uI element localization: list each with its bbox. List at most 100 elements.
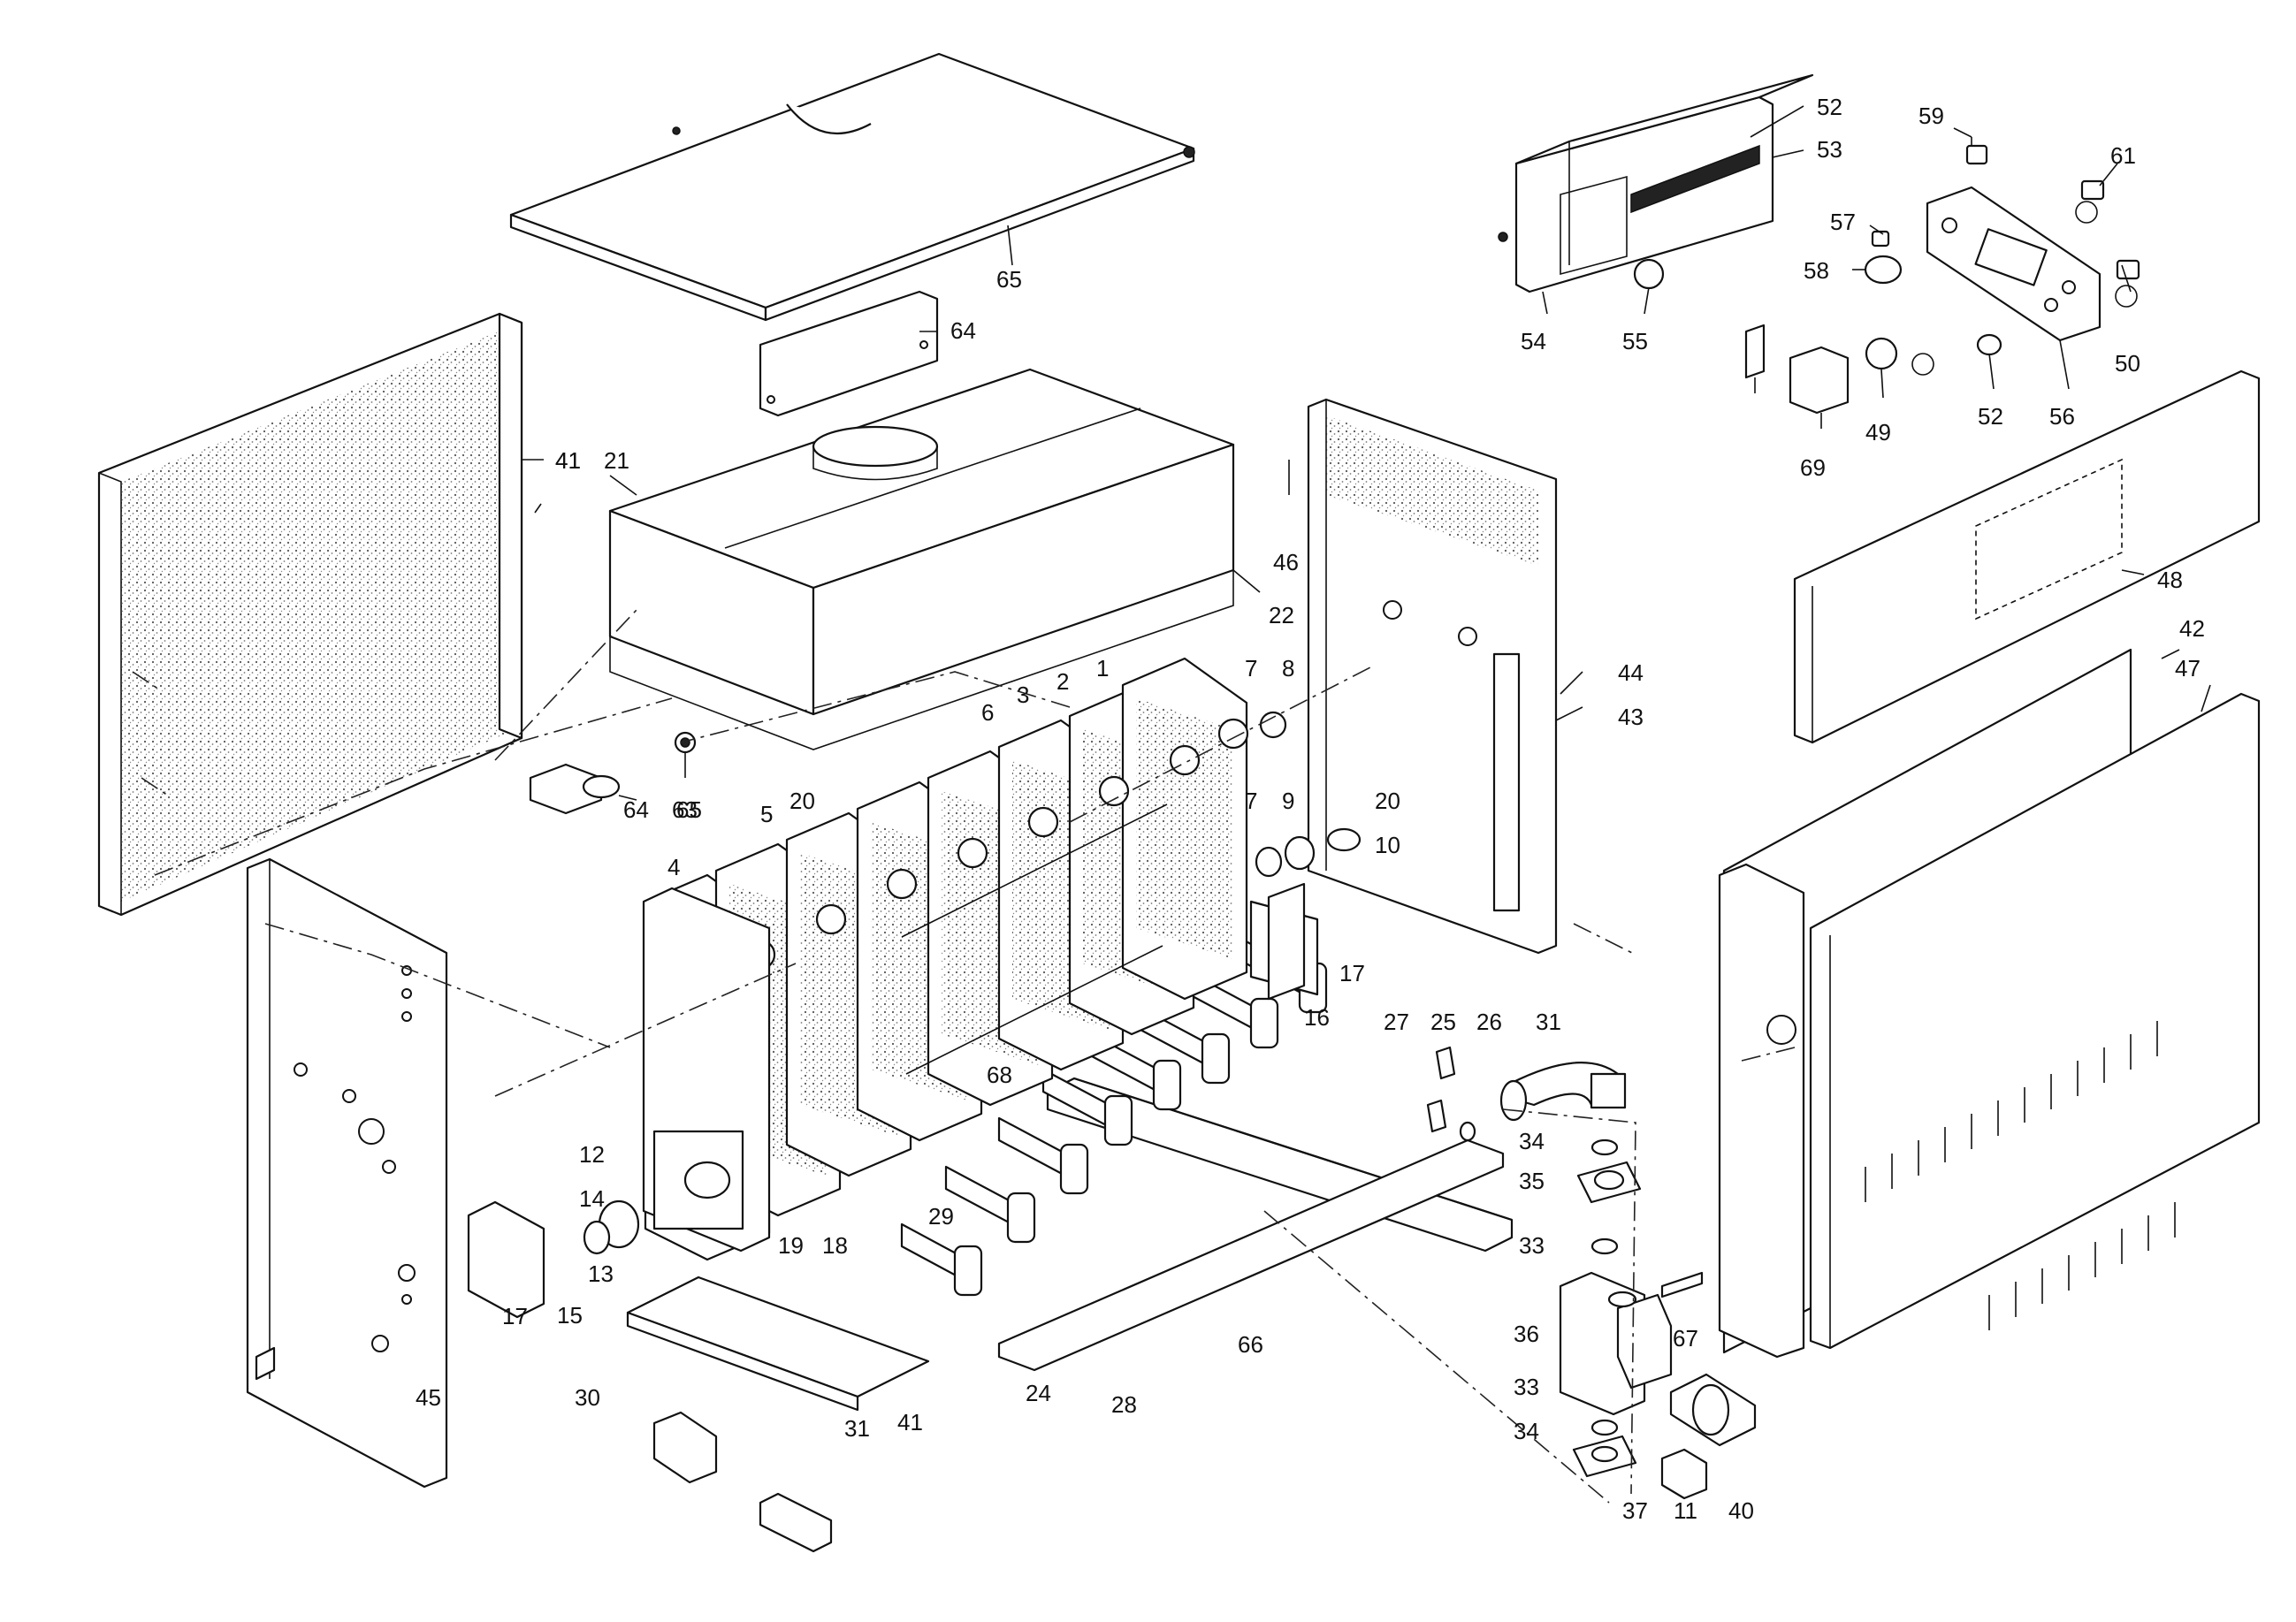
gas-flange-35-bottom (1572, 1435, 1637, 1478)
callout-label: 41 (555, 447, 581, 474)
grommet-64 (674, 731, 697, 754)
part-69 (1744, 324, 1766, 379)
callout-label: 64 (623, 796, 649, 823)
gas-washer-33-top (1590, 1237, 1619, 1255)
lower-tray (626, 1276, 930, 1412)
callout-label: 5 (760, 801, 773, 827)
callout-label: 26 (1476, 1009, 1502, 1035)
callout-label: 31 (844, 1415, 870, 1442)
callout-label: 35 (1519, 1168, 1545, 1194)
cover-17-right (1267, 882, 1306, 1001)
gas-washer-34 (1590, 1138, 1619, 1156)
knob-58 (1871, 230, 1890, 247)
callout-label: 34 (1514, 1418, 1539, 1444)
callout-label: 58 (1804, 257, 1829, 284)
electrode-31 (759, 1492, 833, 1553)
bracket-30 (652, 1411, 718, 1484)
callout-label: 65 (996, 266, 1022, 293)
control-box (1498, 73, 1814, 293)
callout-label: 20 (1375, 788, 1400, 814)
fitting-9 (1284, 835, 1316, 871)
callout-label: 56 (2049, 403, 2075, 430)
switch-11 (1660, 1448, 1708, 1500)
gas-valve (1559, 1271, 1673, 1416)
callout-label: 55 (1622, 328, 1648, 354)
switch-51 (2115, 259, 2140, 308)
callout-label: 27 (1384, 1009, 1409, 1035)
part-68 (1789, 346, 1850, 415)
callout-label: 59 (1918, 103, 1944, 129)
top-front-cover (1793, 369, 2261, 744)
callout-label: 34 (1519, 1128, 1545, 1154)
callout-label: 43 (1618, 704, 1644, 730)
callout-label: 57 (1830, 209, 1856, 235)
gauge-50 (1865, 337, 1934, 376)
callout-label: 6 (981, 699, 994, 726)
switch-61 (1965, 137, 1988, 165)
fitting-66 (1660, 1271, 1704, 1298)
callout-label: 18 (822, 1232, 848, 1259)
callout-label: 14 (579, 1185, 605, 1212)
callout-label: 69 (1800, 454, 1826, 481)
callout-label: 64 (950, 317, 976, 344)
callout-label: 13 (588, 1260, 614, 1287)
callout-label: 29 (928, 1203, 954, 1230)
callout-label: 54 (1521, 328, 1546, 354)
front-left-panel (246, 857, 448, 1489)
callout-label: 31 (1536, 1009, 1561, 1035)
right-inner-panel (1307, 398, 1558, 955)
switch-62 (2075, 179, 2105, 224)
callout-label: 33 (1514, 1374, 1539, 1400)
callout-label: 4 (667, 854, 680, 880)
gas-flange-35-top (1576, 1161, 1642, 1204)
gasket-7-lower (1255, 846, 1283, 878)
fitting-10 (1326, 827, 1362, 852)
callout-label: 17 (1339, 960, 1365, 986)
callout-label: 16 (1304, 1004, 1330, 1031)
pilot-assembly (583, 1199, 640, 1255)
flange-8 (1259, 711, 1287, 739)
callout-label: 66 (1238, 1331, 1263, 1358)
callout-label: 17 (502, 1303, 528, 1329)
callout-label: 42 (2179, 615, 2205, 642)
front-door (1809, 692, 2261, 1350)
sensor-25 (1435, 1046, 1456, 1080)
side-door-43 (1718, 863, 1805, 1359)
callout-label: 22 (1269, 602, 1294, 628)
flue-hood (608, 368, 1235, 750)
callout-label: 53 (1817, 136, 1842, 163)
gasket-26 (1459, 1121, 1476, 1142)
callout-label: 21 (604, 447, 629, 474)
callout-label: 20 (789, 788, 815, 814)
callout-label: 48 (2157, 567, 2183, 593)
callout-label: 3 (1017, 682, 1029, 708)
callout-label: 40 (1728, 1497, 1754, 1524)
callout-label: 9 (1282, 788, 1294, 814)
callout-label: 1 (1096, 655, 1109, 682)
callout-label: 7 (1245, 788, 1257, 814)
gas-washer-33-bottom (1590, 1419, 1619, 1436)
callout-label: 37 (1622, 1497, 1648, 1524)
callout-label: 65 (676, 796, 702, 823)
callout-label: 41 (897, 1409, 923, 1435)
callout-label: 24 (1026, 1380, 1051, 1406)
callout-label: 33 (1519, 1232, 1545, 1259)
sight-glass-cover (467, 1200, 545, 1319)
callout-label: 7 (1245, 655, 1257, 682)
end-section-4 (642, 887, 771, 1253)
regulator-40 (1669, 1373, 1757, 1447)
callout-label: 67 (1673, 1325, 1698, 1352)
bracket-23 (759, 290, 939, 417)
pressure-switch-63 (529, 763, 621, 815)
callout-label: 19 (778, 1232, 804, 1259)
callout-label: 61 (2110, 142, 2136, 169)
assembly-lines (154, 609, 1796, 1504)
callout-label: 28 (1111, 1391, 1137, 1418)
gas-pipe-32 (1499, 1062, 1627, 1122)
top-cover (509, 52, 1195, 322)
callout-label: 44 (1618, 659, 1644, 686)
callout-label: 52 (1817, 94, 1842, 120)
cap-52 (1976, 333, 2002, 356)
callout-label: 41 (555, 447, 581, 474)
